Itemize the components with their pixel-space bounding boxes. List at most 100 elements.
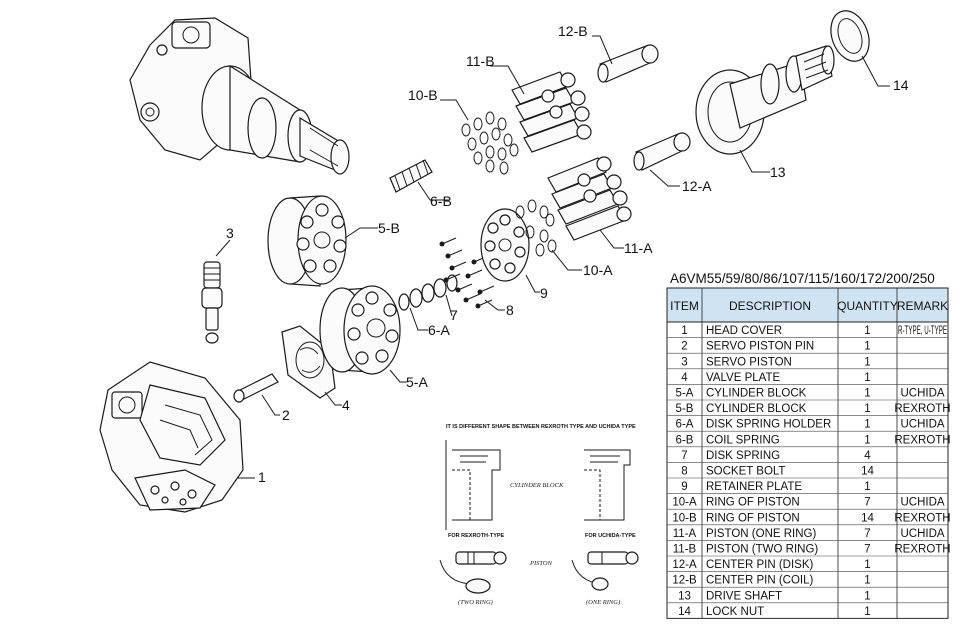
table-cell-description: HEAD COVER (706, 325, 782, 337)
callout-5b: 5-B (378, 220, 400, 236)
table-cell-remark: REXROTH (894, 403, 950, 415)
table-cell-quantity: 14 (861, 466, 874, 478)
table-cell-description: CYLINDER BLOCK (706, 388, 807, 400)
table-cell-description: PISTON (ONE RING) (706, 528, 816, 540)
leader-lines (215, 35, 890, 479)
callout-2: 2 (282, 407, 290, 423)
callout-labels: 1 2 3 4 5-A 5-B 6-A 6-B 7 8 9 10-A 10-B … (226, 23, 909, 485)
callout-10a: 10-A (583, 262, 613, 278)
table-cell-item: 6-B (676, 434, 694, 446)
table-cell-item: 11-A (673, 528, 697, 540)
table-cell-description: DISK SPRING (706, 450, 780, 462)
table-cell-quantity: 1 (864, 388, 870, 400)
table-cell-item: 12-B (672, 575, 697, 587)
cylinder-caption: CYLINDER BLOCK (510, 482, 564, 489)
callout-9: 9 (540, 285, 548, 301)
callout-4: 4 (342, 397, 350, 413)
callout-5a: 5-A (406, 374, 428, 390)
table-cell-remark: R-TYPE, U-TYPE (898, 325, 947, 337)
table-title: A6VM55/59/80/86/107/115/160/172/200/250 (670, 271, 935, 286)
table-body (666, 321, 949, 619)
table-cell-quantity: 1 (864, 590, 870, 602)
table-cell-quantity: 7 (864, 528, 870, 540)
table-cell-item: 11-B (673, 544, 697, 556)
piston-rings-one-drawing (515, 199, 557, 257)
table-header-remark: REMARK (897, 299, 948, 313)
cylinder-block-rexroth-drawing (267, 195, 347, 287)
table-row: 7 DISK SPRING 4 (667, 450, 948, 463)
comparison-inset: IT IS DIFFERENT SHAPE BETWEEN REXROTH TY… (439, 424, 639, 606)
table-cell-item: 6-A (676, 419, 694, 431)
table-cell-remark: REXROTH (894, 512, 950, 524)
callout-6a: 6-A (428, 322, 450, 338)
table-cell-description: RING OF PISTON (706, 512, 800, 524)
table-cell-quantity: 4 (864, 450, 871, 462)
table-cell-item: 3 (681, 356, 687, 368)
table-cell-item: 5-B (676, 403, 694, 415)
table-cell-item: 8 (681, 466, 687, 478)
table-cell-description: SERVO PISTON (706, 356, 792, 368)
table-row: 14 LOCK NUT 1 (667, 606, 948, 619)
rexroth-cylinder-section (445, 440, 501, 530)
table-row: 8 SOCKET BOLT 14 (667, 466, 948, 479)
callout-7: 7 (450, 307, 458, 323)
table-cell-item: 7 (681, 450, 687, 462)
table-cell-quantity: 1 (864, 434, 870, 446)
callout-6b: 6-B (430, 193, 452, 209)
coil-spring-drawing (389, 159, 433, 193)
uchida-cylinder-section (584, 449, 631, 521)
table-cell-item: 10-A (672, 497, 697, 509)
callout-14: 14 (893, 77, 909, 93)
table-cell-description: COIL SPRING (706, 434, 780, 446)
head-cover-drawing (99, 361, 244, 513)
table-row: 12-B CENTER PIN (COIL) 1 (667, 575, 948, 588)
table-header-quantity: QUANTITY (837, 299, 898, 313)
table-cell-description: DISK SPRING HOLDER (706, 419, 831, 431)
two-ring-caption: (TWO RING) (458, 599, 493, 606)
rexroth-piston-sketch (439, 551, 507, 594)
table-cell-item: 12-A (672, 559, 697, 571)
one-ring-caption: (ONE RING) (586, 599, 620, 606)
table-cell-quantity: 14 (861, 512, 874, 524)
table-cell-item: 4 (681, 372, 688, 384)
table-cell-quantity: 1 (864, 419, 870, 431)
table-cell-quantity: 1 (864, 606, 870, 618)
table-cell-item: 9 (681, 481, 687, 493)
table-cell-description: SOCKET BOLT (706, 466, 785, 478)
retainer-plate-drawing (480, 208, 530, 282)
disk-spring-holder-drawing (398, 274, 458, 311)
callout-11a: 11-A (624, 240, 653, 256)
table-row: 3 SERVO PISTON 1 (667, 356, 948, 370)
table-cell-description: LOCK NUT (706, 606, 764, 618)
table-cell-quantity: 1 (864, 481, 870, 493)
pistons-one-ring-drawing (547, 156, 632, 241)
table-cell-remark: UCHIDA (900, 388, 944, 400)
table-cell-quantity: 7 (864, 497, 870, 509)
callout-12a: 12-A (682, 178, 712, 194)
uchida-type-label: FOR UCHIDA-TYPE (585, 533, 636, 539)
table-cell-quantity: 1 (864, 575, 870, 587)
table-cell-description: VALVE PLATE (706, 372, 780, 384)
comparison-heading: IT IS DIFFERENT SHAPE BETWEEN REXROTH TY… (446, 424, 636, 430)
table-cell-quantity: 7 (864, 544, 870, 556)
piston-rings-two-drawing (461, 111, 519, 175)
table-cell-item: 14 (678, 606, 691, 618)
rexroth-type-label: FOR REXROTH-TYPE (448, 533, 505, 539)
table-cell-remark: UCHIDA (900, 497, 944, 509)
table-cell-quantity: 1 (864, 356, 870, 368)
cylinder-block-uchida-drawing (319, 285, 401, 375)
table-cell-remark: UCHIDA (900, 419, 944, 431)
table-cell-description: CENTER PIN (COIL) (706, 575, 814, 587)
uchida-piston-sketch (571, 551, 639, 591)
